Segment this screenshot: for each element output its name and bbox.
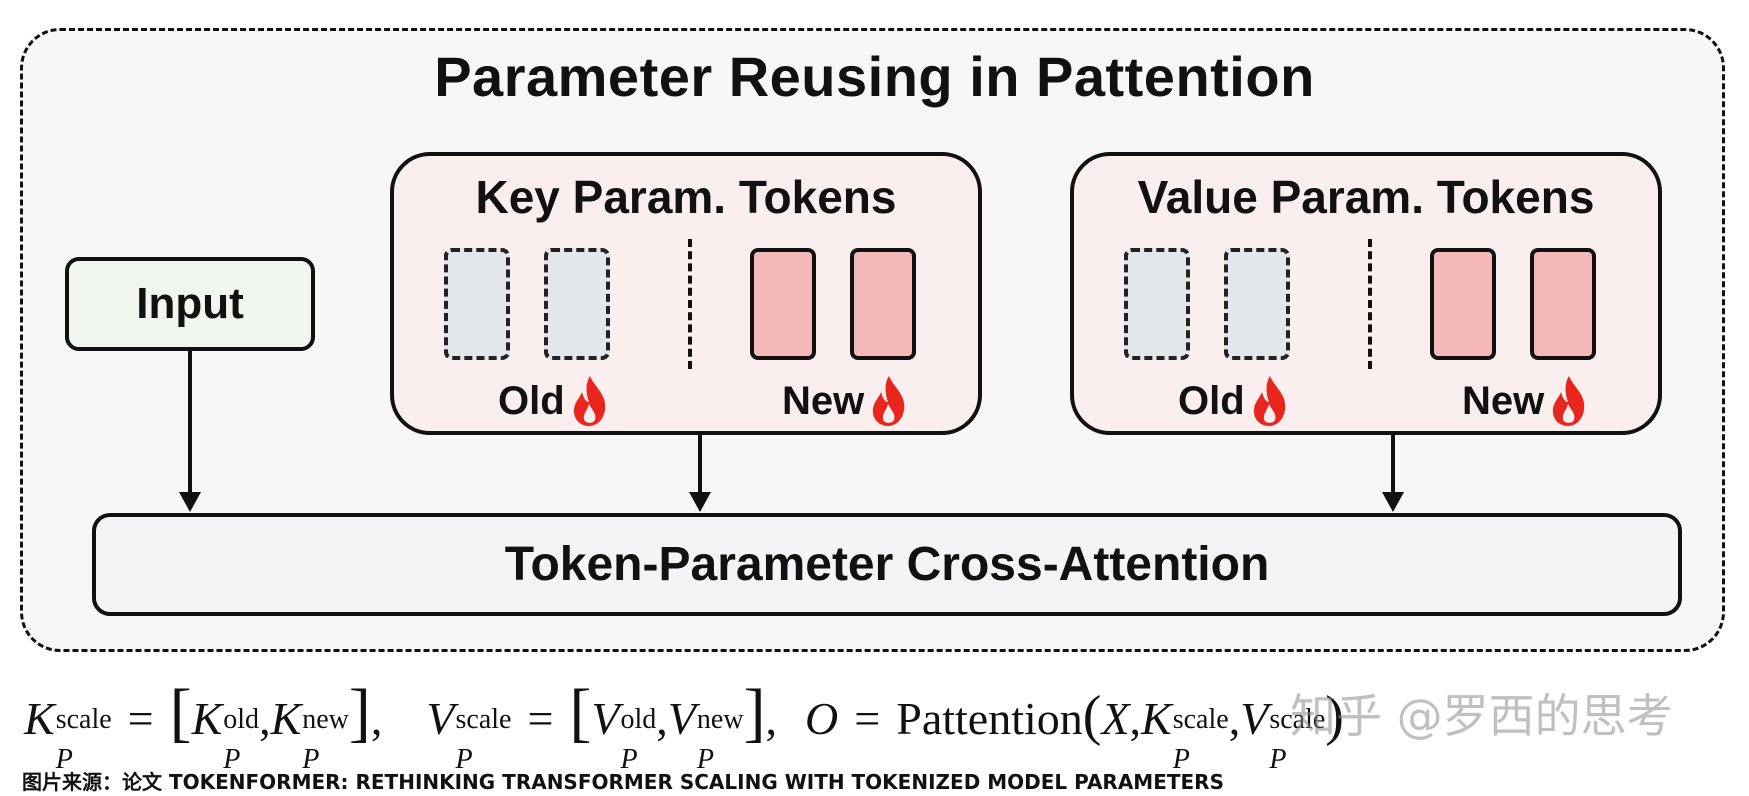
value-old-token [1224, 248, 1290, 360]
formula-sup: old [620, 704, 657, 735]
value-panel-title: Value Param. Tokens [1137, 171, 1595, 223]
formula-comma: , [656, 693, 668, 744]
key-old-label-group: Old [498, 374, 611, 428]
key-new-label-group: New [782, 374, 910, 428]
formula-bracket: ] [743, 676, 766, 749]
formula-sup: new [696, 704, 744, 735]
formula-sup: scale [1269, 704, 1326, 735]
formula-symbol: K [191, 693, 223, 744]
formula-sub: P [1172, 744, 1190, 775]
key-panel-title: Key Param. Tokens [475, 171, 897, 223]
value-new-token [1430, 248, 1496, 360]
formula-sub: P [302, 744, 320, 775]
formula-symbol: K [1141, 693, 1172, 744]
formula-comma: , [1228, 693, 1241, 744]
input-label: Input [136, 279, 244, 328]
value-divider [1368, 239, 1372, 369]
key-old-label: Old [498, 378, 565, 423]
value-old-label: Old [1178, 378, 1245, 423]
value-new-label: New [1462, 378, 1545, 423]
formula-sub: P [55, 744, 73, 775]
flame-icon [1253, 376, 1285, 426]
value-param-tokens-panel: Value Param. Tokens Old New [1070, 152, 1662, 435]
formula-paren: ( [1082, 685, 1102, 747]
key-new-token [850, 248, 916, 360]
formula-bracket: ] [348, 676, 371, 749]
watermark: 知乎 @罗西的思考 [1290, 689, 1673, 743]
key-new-label: New [782, 378, 865, 423]
formula-bracket: [ [569, 676, 592, 749]
formula-symbol: V [1240, 693, 1269, 744]
formula-eq: = [127, 693, 154, 744]
formula-symbol: O [805, 693, 839, 744]
diagram-title: Parameter Reusing in Pattention [434, 45, 1315, 108]
value-old-label-group: Old [1178, 374, 1291, 428]
value-new-label-group: New [1462, 374, 1590, 428]
key-arrow [689, 435, 711, 512]
formula-sub: P [223, 744, 241, 775]
formula-sub: P [1269, 744, 1287, 775]
input-box: Input [65, 257, 315, 351]
formula-symbol: X [1101, 693, 1130, 744]
value-new-token [1530, 248, 1596, 360]
formula-comma: , [259, 693, 271, 744]
cross-attention-label: Token-Parameter Cross-Attention [504, 538, 1270, 591]
formula-comma: , [370, 693, 383, 744]
formula-sub: P [455, 744, 473, 775]
value-arrow [1382, 435, 1404, 512]
formula-sup: scale [1172, 704, 1229, 735]
formula-comma: , [1129, 693, 1142, 744]
formula-symbol: K [24, 693, 55, 744]
formula-pattention: Pattention [896, 693, 1083, 744]
formula-symbol: V [591, 693, 620, 744]
cross-attention-box: Token-Parameter Cross-Attention [92, 513, 1682, 616]
key-old-token [544, 248, 610, 360]
formula-comma: , [765, 693, 778, 744]
figure-caption: 图片来源：论文 TOKENFORMER: RETHINKING TRANSFOR… [22, 770, 1224, 794]
formula-paren: ) [1325, 685, 1344, 747]
formula-sup: new [302, 704, 349, 735]
key-new-token [750, 248, 816, 360]
key-old-token [444, 248, 510, 360]
formula-bracket: [ [169, 676, 192, 749]
formula-sup: scale [55, 704, 112, 735]
flame-icon [573, 376, 605, 426]
input-arrow [179, 351, 201, 512]
formula-sup: scale [455, 704, 512, 735]
formula-sup: old [223, 704, 260, 735]
formula-sub: P [620, 744, 638, 775]
formula-symbol: V [426, 693, 455, 744]
key-divider [688, 239, 692, 369]
formula-symbol: K [270, 693, 302, 744]
formula-sub: P [696, 744, 715, 775]
formula-eq: = [854, 693, 881, 744]
key-param-tokens-panel: Key Param. Tokens Old New [390, 152, 982, 435]
flame-icon [873, 376, 905, 426]
value-old-token [1124, 248, 1190, 360]
flame-icon [1553, 376, 1585, 426]
formula-eq: = [527, 693, 554, 744]
formula-symbol: V [667, 693, 696, 744]
